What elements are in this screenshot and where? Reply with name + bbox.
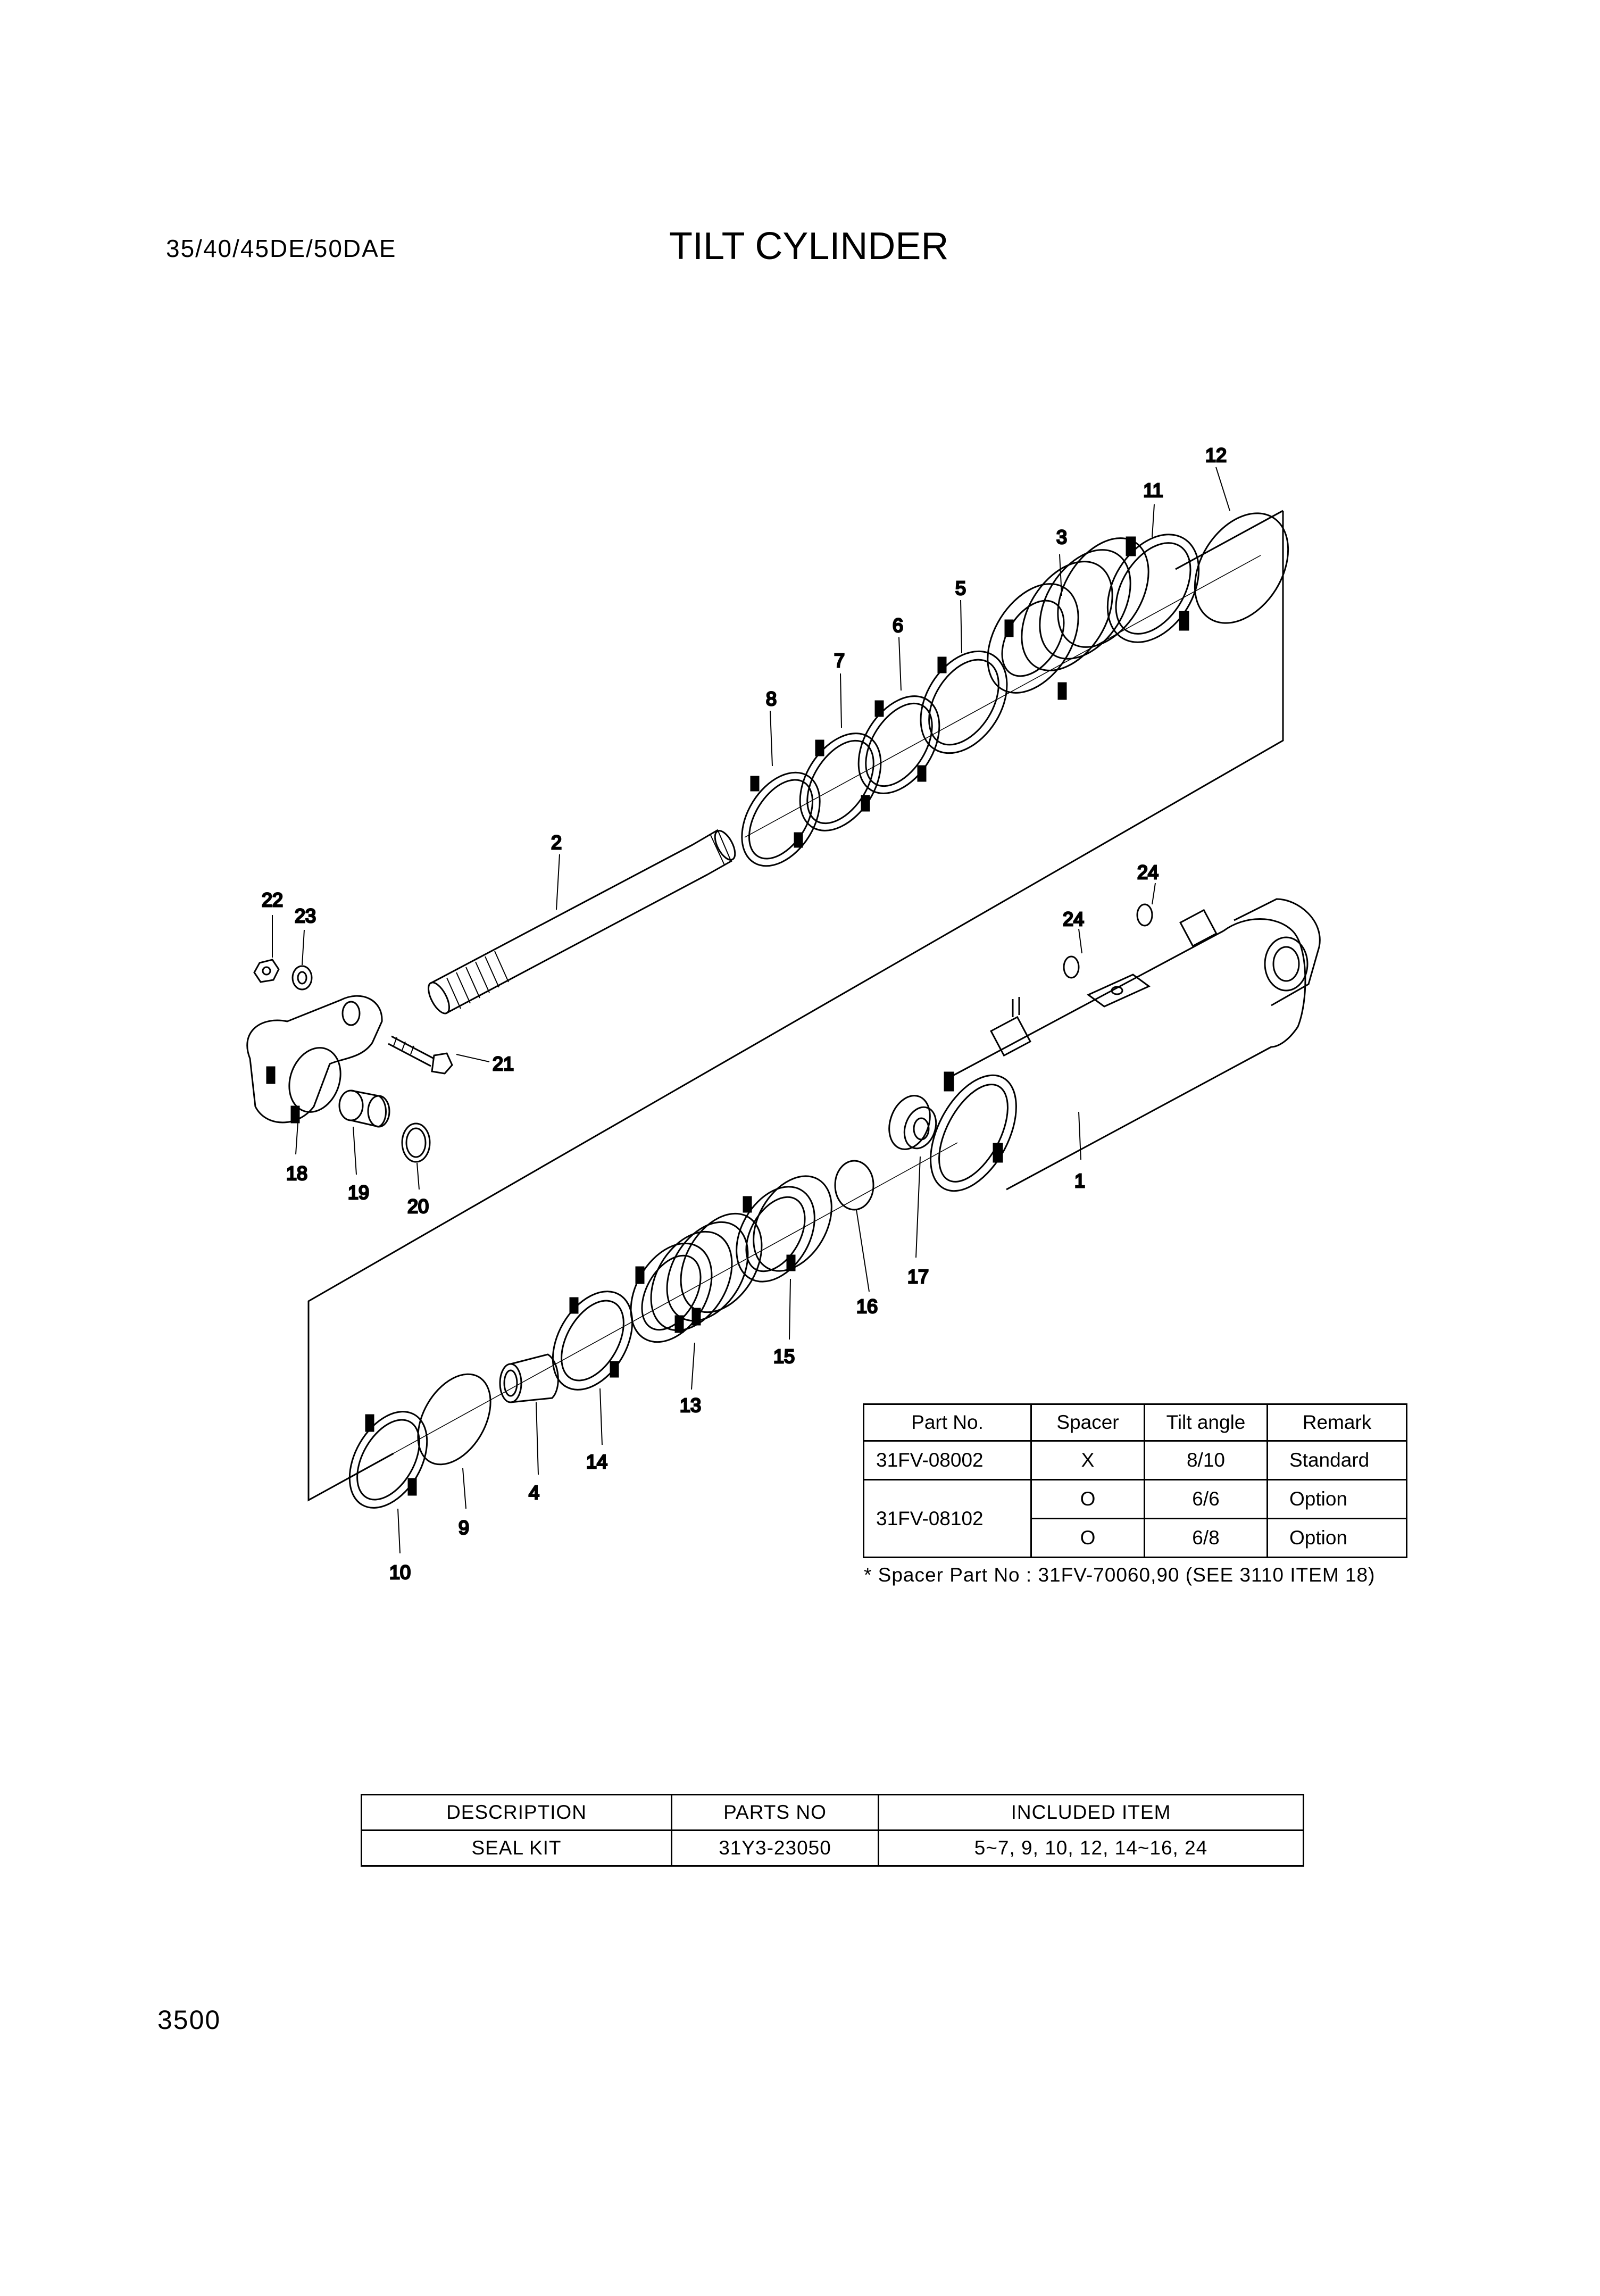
header-part-no: Part No.	[863, 1403, 1032, 1442]
page-title: TILT CYLINDER	[669, 225, 949, 268]
callout-13: 13	[680, 1394, 701, 1416]
callout-3: 3	[1056, 526, 1067, 548]
callout-17: 17	[907, 1266, 929, 1287]
part-11-backup-ring	[1106, 534, 1200, 643]
cell-spacer: X	[1030, 1440, 1145, 1480]
callout-18: 18	[286, 1162, 307, 1184]
cell-parts-no: 31Y3-23050	[671, 1829, 879, 1867]
callout-10: 10	[389, 1561, 411, 1583]
callout-8: 8	[766, 688, 777, 710]
callout-1: 1	[1074, 1170, 1085, 1192]
callout-24b: 24	[1137, 861, 1159, 883]
header-description: DESCRIPTION	[361, 1794, 672, 1831]
part-16-o-ring	[834, 1160, 874, 1211]
cell-tilt-angle: 6/6	[1144, 1479, 1268, 1519]
cell-part-no: 31FV-08002	[863, 1440, 1032, 1480]
cell-description: SEAL KIT	[361, 1829, 672, 1867]
part-20-retaining-ring	[401, 1122, 431, 1163]
part-19-bushing	[338, 1089, 390, 1128]
part-24-o-ring-b	[1136, 903, 1153, 927]
header-tilt-angle: Tilt angle	[1144, 1403, 1268, 1442]
part-5-wear-ring	[920, 650, 1008, 754]
part-9-o-ring	[417, 1373, 491, 1466]
boundary-top-line	[1175, 510, 1284, 570]
part-3-piston	[987, 537, 1149, 700]
part-2-piston-rod	[428, 829, 736, 1014]
part-18-rod-eye	[246, 995, 383, 1124]
part-14-rod-seal	[552, 1291, 634, 1391]
assembly-boundary	[307, 511, 1284, 1502]
axis-line-lower	[308, 1142, 958, 1501]
callout-5: 5	[955, 577, 966, 599]
callout-12: 12	[1205, 444, 1227, 466]
cell-tilt-angle: 6/8	[1144, 1518, 1268, 1558]
header-parts-no: PARTS NO	[671, 1794, 879, 1831]
axis-line-upper	[744, 555, 1261, 838]
callout-9: 9	[459, 1517, 469, 1538]
callout-23: 23	[295, 905, 316, 927]
callout-14: 14	[586, 1451, 607, 1473]
part-21-bolt	[388, 1035, 453, 1075]
callout-15: 15	[773, 1345, 795, 1367]
cell-part-no: 31FV-08102	[863, 1479, 1032, 1558]
part-24-o-ring-a	[1063, 955, 1080, 979]
spacer-options-table: Part No. Spacer Tilt angle Remark 31FV-0…	[863, 1403, 1407, 1558]
part-7-backup-ring	[799, 733, 882, 831]
table-row: O 6/8 Option	[864, 1518, 1407, 1558]
part-10-backup-ring	[348, 1411, 428, 1509]
callout-2: 2	[551, 831, 562, 853]
cell-remark: Option	[1266, 1518, 1407, 1558]
cell-spacer: O	[1030, 1518, 1145, 1558]
model-label: 35/40/45DE/50DAE	[166, 235, 397, 262]
header-remark: Remark	[1266, 1403, 1407, 1442]
part-1-tube	[930, 898, 1321, 1192]
part-22-nut	[253, 959, 280, 983]
callout-7: 7	[834, 650, 845, 671]
table-row: 31FV-08002 X 8/10 Standard	[863, 1440, 1407, 1480]
part-8-retaining-ring	[741, 771, 821, 867]
part-15-dust-wiper	[736, 1175, 832, 1283]
callout-22: 22	[262, 889, 283, 911]
cell-spacer: O	[1030, 1479, 1145, 1519]
callout-24a: 24	[1063, 908, 1084, 930]
header-included-item: INCLUDED ITEM	[878, 1794, 1304, 1831]
cell-remark: Option	[1266, 1479, 1407, 1519]
page-number: 3500	[157, 2005, 221, 2035]
cell-remark: Standard	[1266, 1440, 1407, 1480]
callout-20: 20	[407, 1195, 429, 1217]
seal-kit-table: DESCRIPTION PARTS NO INCLUDED ITEM SEAL …	[361, 1794, 1304, 1867]
part-12-o-ring	[1194, 512, 1289, 624]
callout-19: 19	[348, 1182, 369, 1203]
table-row: 31FV-08102 O 6/6 Option	[863, 1479, 1407, 1558]
cell-included-item: 5~7, 9, 10, 12, 14~16, 24	[878, 1829, 1304, 1867]
part-23-washer	[291, 965, 313, 991]
callout-6: 6	[893, 614, 903, 636]
callout-16: 16	[856, 1295, 878, 1317]
part-13-rod-cover	[630, 1212, 763, 1343]
leader-lines	[272, 467, 1230, 1554]
cell-tilt-angle: 8/10	[1144, 1440, 1268, 1480]
table-row: SEAL KIT 31Y3-23050 5~7, 9, 10, 12, 14~1…	[361, 1829, 1304, 1867]
header-spacer: Spacer	[1030, 1403, 1145, 1442]
part-17-nut	[888, 1095, 937, 1150]
part-6-seal	[857, 695, 940, 794]
callout-21: 21	[493, 1053, 514, 1075]
callout-4: 4	[529, 1482, 539, 1503]
spacer-note: * Spacer Part No : 31FV-70060,90 (SEE 31…	[864, 1564, 1376, 1586]
callout-11: 11	[1143, 479, 1163, 501]
